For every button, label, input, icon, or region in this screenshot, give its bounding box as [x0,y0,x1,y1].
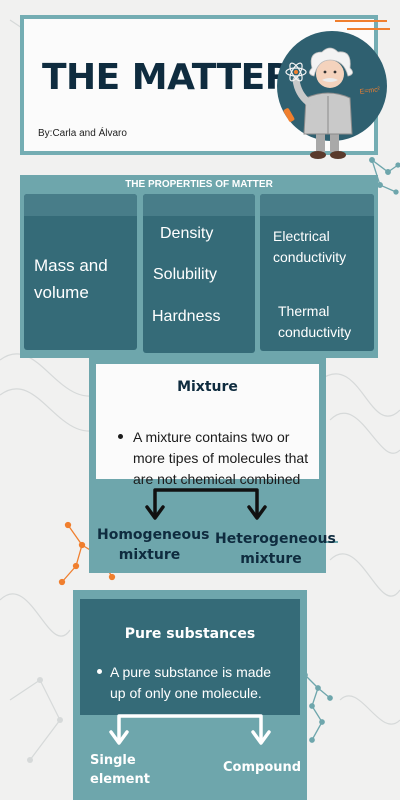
mixture-section: Mixture A mixture contains two or more t… [89,355,336,573]
property-electrical-conductivity: Electrical conductivity [273,228,347,265]
properties-section: THE PROPERTIES OF MATTER Mass and volume… [20,175,378,358]
property-density: Density [160,225,214,242]
property-mass-volume: Mass and volume [34,256,108,302]
homogeneous-mixture-label: Homogeneous mixture [97,527,210,563]
pure-branch-arrows [109,714,271,745]
single-element-label: Single element [90,753,150,787]
heterogeneous-mixture-label: Heterogeneous mixture [215,531,336,567]
property-solubility: Solubility [153,266,218,283]
accent-lines-decoration [335,20,390,30]
einstein-avatar: E=mc² [277,31,387,159]
pure-substances-definition: A pure substance is made up of only one … [110,664,272,701]
author-byline: By:Carla and Álvaro [38,128,127,139]
bullet-icon [97,669,102,674]
mixture-heading: Mixture [177,379,238,395]
pure-substances-section: Pure substances A pure substance is made… [73,590,307,800]
bullet-icon [118,434,123,439]
property-hardness: Hardness [152,308,221,325]
mixture-card: Mixture A mixture contains two or more t… [96,364,319,487]
pure-substances-card: Pure substances A pure substance is made… [80,599,300,715]
property-thermal-conductivity: Thermal conductivity [278,303,352,340]
formula-text: E=mc² [359,86,381,96]
page-title: THE MATTER [42,57,292,98]
mixture-branch-arrows [145,488,267,520]
atom-icon [285,62,307,82]
mixture-definition: A mixture contains two or more tipes of … [133,429,309,487]
compound-label: Compound [223,760,302,775]
property-card-physical: Density Solubility Hardness [143,194,255,353]
property-card-mass: Mass and volume [24,194,137,350]
pure-substances-heading: Pure substances [124,626,256,642]
properties-title: THE PROPERTIES OF MATTER [125,179,273,190]
property-card-conductivity: Electrical conductivity Thermal conducti… [260,194,374,351]
